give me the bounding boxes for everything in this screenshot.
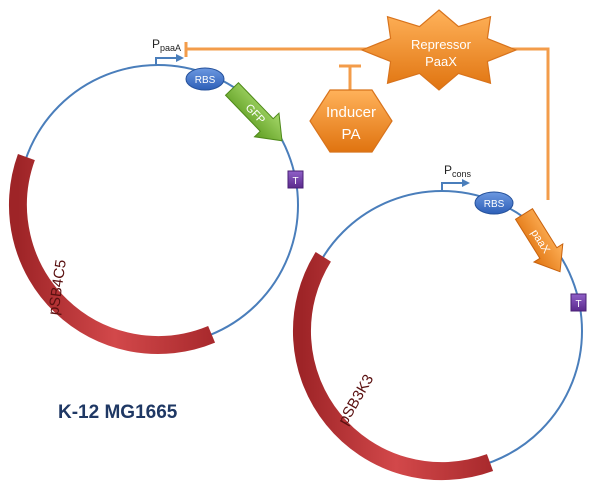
inducer-pa: Inducer PA bbox=[309, 89, 393, 153]
repressor-label-line1: Repressor bbox=[411, 37, 472, 52]
terminator-label-2: T bbox=[575, 299, 581, 310]
promoter-arrow-paaa bbox=[155, 54, 184, 66]
promoter-arrow-cons bbox=[441, 179, 470, 191]
inducer-label-line2: PA bbox=[342, 126, 361, 143]
promoter-sub: cons bbox=[452, 169, 472, 179]
repression-line bbox=[186, 47, 550, 200]
rbs-oval-2 bbox=[474, 191, 514, 215]
rbs-label-2: RBS bbox=[484, 199, 505, 210]
backbone-label-psb3k3: pSB3K3 bbox=[335, 372, 377, 428]
backbone-arc-psb3k3 bbox=[292, 252, 494, 481]
repressor-star-shape bbox=[360, 9, 518, 91]
promoter-main: P bbox=[152, 37, 160, 51]
promoter-label-cons: Pcons bbox=[444, 163, 472, 179]
repressor-label-line2: PaaX bbox=[425, 54, 457, 69]
promoter-sub: paaA bbox=[160, 43, 181, 53]
inducer-hexagon-shape bbox=[309, 89, 393, 153]
promoter-main: P bbox=[444, 163, 452, 177]
terminator-box-1 bbox=[287, 170, 304, 189]
plasmid-psb4c5: pSB4C5 PpaaA RBS GFP T bbox=[8, 37, 304, 354]
strain-label: K-12 MG1665 bbox=[58, 402, 178, 423]
paax-gene-arrow: paaX bbox=[514, 208, 564, 273]
promoter-label-paaa: PpaaA bbox=[152, 37, 181, 53]
inducer-label-line1: Inducer bbox=[326, 104, 376, 121]
plasmid-psb3k3: pSB3K3 Pcons RBS paaX T bbox=[292, 163, 587, 481]
rbs-label-1: RBS bbox=[195, 75, 216, 86]
repressor-paax: Repressor PaaX bbox=[360, 9, 518, 91]
rbs-oval-1 bbox=[185, 67, 225, 91]
backbone-arc-psb4c5 bbox=[8, 154, 216, 354]
terminator-label-1: T bbox=[292, 176, 298, 187]
terminator-box-2 bbox=[570, 293, 587, 312]
regulatory-connectors bbox=[184, 42, 550, 200]
